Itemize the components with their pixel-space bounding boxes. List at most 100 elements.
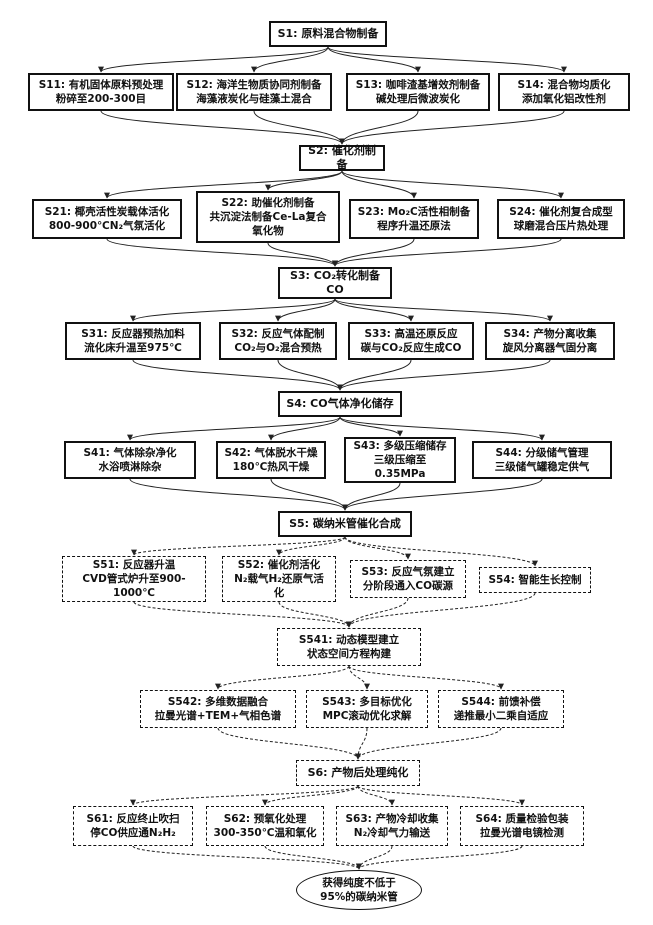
substep-s21-label: S21: 椰壳活性炭载体活化 800-900℃N₂气氛活化 [45, 205, 170, 233]
substep-s54-box: S54: 智能生长控制 [479, 567, 591, 593]
step-s1-label: S1: 原料混合物制备 [278, 27, 379, 41]
substep-s14-box: S14: 混合物均质化 添加氧化铝改性剂 [498, 73, 630, 111]
substep-s62-label: S62: 预氧化处理 300-350℃温和氧化 [214, 812, 317, 840]
step-s2-label: S2: 催化剂制备 [304, 144, 380, 172]
connector-arrow [279, 602, 349, 627]
connector-arrow [358, 728, 501, 759]
connector-arrow [349, 666, 501, 689]
connector-arrow [342, 171, 561, 198]
connector-arrow [335, 239, 414, 266]
substep-s34-box: S34: 产物分离收集 旋风分离器气固分离 [485, 322, 615, 360]
connector-arrow [265, 846, 359, 869]
substep-s52-label: S52: 催化剂活化 N₂载气H₂还原气活 化 [234, 558, 324, 600]
connector-arrow [340, 360, 550, 390]
step-s1-box: S1: 原料混合物制备 [269, 21, 387, 47]
connector-arrow [101, 111, 342, 144]
substep-s61-box: S61: 反应终止吹扫 停CO供应通N₂H₂ [73, 806, 193, 846]
connector-arrow [340, 417, 400, 436]
substep-s41-box: S41: 气体除杂净化 水浴喷淋除杂 [64, 441, 196, 479]
connector-arrow [278, 360, 340, 390]
substep-s33-label: S33: 高温还原反应 碳与CO₂反应生成CO [361, 327, 462, 355]
connector-arrow [335, 299, 550, 321]
connector-arrow [271, 417, 340, 440]
connector-arrow [328, 47, 564, 72]
substep-s21-box: S21: 椰壳活性炭载体活化 800-900℃N₂气氛活化 [32, 199, 182, 239]
step-s4-box: S4: CO气体净化储存 [278, 391, 402, 417]
substep-s42-label: S42: 气体脱水干燥 180℃热风干燥 [224, 446, 317, 474]
substep-s53-box: S53: 反应气氛建立 分阶段通入CO碳源 [350, 560, 466, 598]
substep-s543-box: S543: 多目标优化 MPC滚动优化求解 [306, 690, 428, 728]
connector-arrow [359, 846, 522, 869]
connector-arrow [107, 239, 335, 266]
substep-s14-label: S14: 混合物均质化 添加氧化铝改性剂 [517, 78, 610, 106]
substep-s51-label: S51: 反应器升温 CVD管式炉升至900- 1000℃ [82, 558, 185, 600]
substep-s61-label: S61: 反应终止吹扫 停CO供应通N₂H₂ [86, 812, 179, 840]
connector-arrow [349, 593, 535, 627]
substep-s24-label: S24: 催化剂复合成型 球磨混合压片热处理 [509, 205, 613, 233]
substep-s542-label: S542: 多维数据融合 拉曼光谱+TEM+气相色谱 [155, 695, 281, 723]
substep-s542-box: S542: 多维数据融合 拉曼光谱+TEM+气相色谱 [140, 690, 296, 728]
connector-arrow [345, 483, 400, 510]
step-s6-label: S6: 产物后处理纯化 [308, 766, 409, 780]
substep-s43-label: S43: 多级压缩储存 三级压缩至 0.35MPa [353, 439, 446, 481]
substep-s12-box: S12: 海洋生物质协同剂制备 海藻液炭化与硅藻土混合 [176, 73, 332, 111]
connector-arrow [254, 47, 328, 72]
substep-s32-label: S32: 反应气体配制 CO₂与O₂混合预热 [231, 327, 324, 355]
connector-arrow [342, 111, 418, 144]
connector-arrow [218, 728, 358, 759]
final-result-ellipse: 获得纯度不低于 95%的碳纳米管 [296, 870, 422, 910]
substep-s53-label: S53: 反应气氛建立 分阶段通入CO碳源 [361, 565, 454, 593]
connector-arrow [342, 171, 414, 198]
substep-s44-label: S44: 分级储气管理 三级储气罐稳定供气 [495, 446, 590, 474]
substep-s11-label: S11: 有机固体原料预处理 粉碎至200-300目 [39, 78, 164, 106]
substep-s543-label: S543: 多目标优化 MPC滚动优化求解 [322, 695, 412, 723]
substep-s42-box: S42: 气体脱水干燥 180℃热风干燥 [216, 441, 326, 479]
connector-arrow [133, 786, 358, 805]
connector-arrow [271, 479, 345, 510]
substep-s31-label: S31: 反应器预热加料 流化床升温至975℃ [81, 327, 185, 355]
connector-arrow [340, 360, 411, 390]
substep-s33-box: S33: 高温还原反应 碳与CO₂反应生成CO [348, 322, 474, 360]
connector-arrow [268, 243, 335, 266]
step-s3-label: S3: CO₂转化制备 CO [290, 269, 380, 297]
step-s4-label: S4: CO气体净化储存 [286, 397, 393, 411]
substep-s22-box: S22: 助催化剂制备 共沉淀法制备Ce-La复合 氧化物 [196, 191, 340, 243]
connector-arrow [328, 47, 418, 72]
substep-s32-box: S32: 反应气体配制 CO₂与O₂混合预热 [219, 322, 337, 360]
substep-s544-box: S544: 前馈补偿 递推最小二乘自适应 [438, 690, 564, 728]
substep-s23-box: S23: Mo₂C活性相制备 程序升温还原法 [349, 199, 479, 239]
connector-arrow [345, 479, 542, 510]
substep-s54-label: S54: 智能生长控制 [488, 573, 581, 587]
step-s2-box: S2: 催化剂制备 [299, 145, 385, 171]
connector-arrow [265, 786, 358, 805]
substep-s13-box: S13: 咖啡渣基增效剂制备 碱处理后微波炭化 [346, 73, 490, 111]
connector-arrow [335, 239, 561, 266]
substep-s43-box: S43: 多级压缩储存 三级压缩至 0.35MPa [344, 437, 456, 483]
substep-s63-box: S63: 产物冷却收集 N₂冷却气力输送 [336, 806, 448, 846]
step-s6-box: S6: 产物后处理纯化 [296, 760, 420, 786]
connector-arrow [268, 171, 342, 190]
substep-s544-label: S544: 前馈补偿 递推最小二乘自适应 [454, 695, 549, 723]
substep-s62-box: S62: 预氧化处理 300-350℃温和氧化 [206, 806, 324, 846]
substep-s11-box: S11: 有机固体原料预处理 粉碎至200-300目 [28, 73, 174, 111]
substep-s63-label: S63: 产物冷却收集 N₂冷却气力输送 [345, 812, 438, 840]
substep-s64-box: S64: 质量检验包装 拉曼光谱电镜检测 [460, 806, 584, 846]
substep-s64-label: S64: 质量检验包装 拉曼光谱电镜检测 [475, 812, 568, 840]
connector-arrow [335, 299, 411, 321]
connector-arrow [133, 846, 359, 869]
step-s5-label: S5: 碳纳米管催化合成 [289, 517, 401, 531]
connector-arrow [342, 111, 564, 144]
substep-s12-label: S12: 海洋生物质协同剂制备 海藻液炭化与硅藻土混合 [186, 78, 321, 106]
connector-arrow [254, 111, 342, 144]
substep-s24-box: S24: 催化剂复合成型 球磨混合压片热处理 [497, 199, 625, 239]
substep-s23-label: S23: Mo₂C活性相制备 程序升温还原法 [358, 205, 471, 233]
substep-s51-box: S51: 反应器升温 CVD管式炉升至900- 1000℃ [62, 556, 206, 602]
step-s5-box: S5: 碳纳米管催化合成 [278, 511, 412, 537]
connector-arrow [349, 666, 367, 689]
substep-s22-label: S22: 助催化剂制备 共沉淀法制备Ce-La复合 氧化物 [210, 196, 327, 238]
connector-arrow [130, 479, 345, 510]
substep-s31-box: S31: 反应器预热加料 流化床升温至975℃ [65, 322, 201, 360]
substep-s52-box: S52: 催化剂活化 N₂载气H₂还原气活 化 [222, 556, 336, 602]
connector-arrow [218, 666, 349, 689]
